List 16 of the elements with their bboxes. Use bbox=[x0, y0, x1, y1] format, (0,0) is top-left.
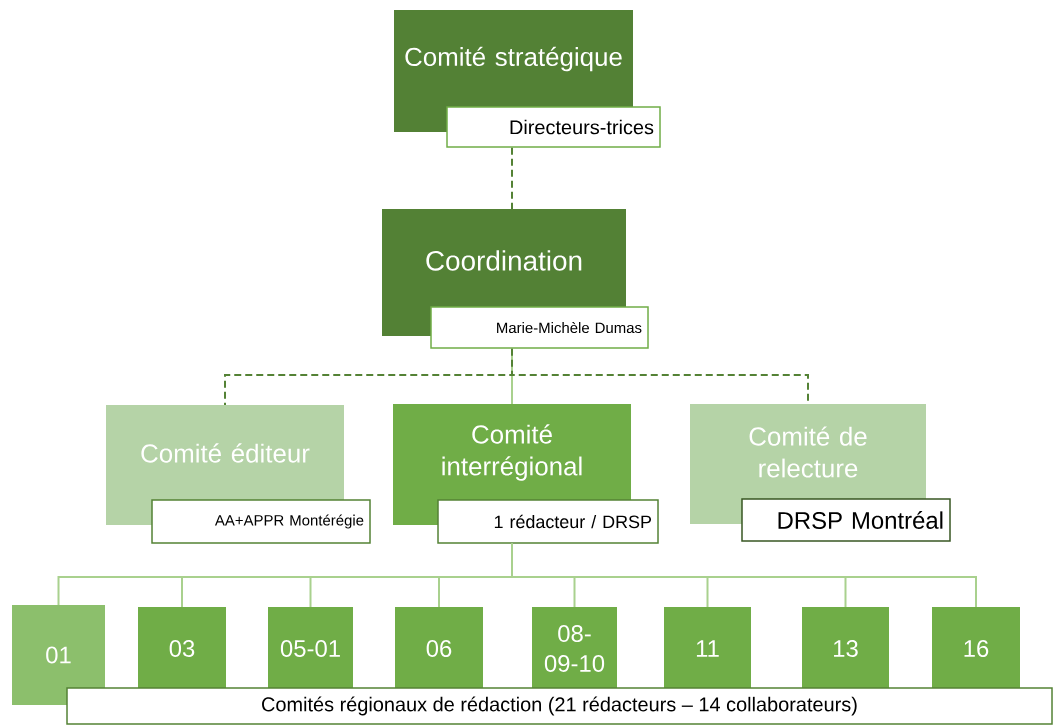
banner-box: Comités régionaux de rédaction (21 rédacteurs – 14 collaborateurs) bbox=[66, 687, 1053, 725]
region-box: 05-01 bbox=[268, 607, 353, 690]
connector-line bbox=[511, 146, 513, 210]
name-tag: AA+APPR Montérégie bbox=[151, 499, 371, 544]
name-tag: DRSP Montréal bbox=[741, 498, 951, 542]
connector-line bbox=[511, 542, 977, 608]
region-box: 13 bbox=[802, 607, 889, 690]
name-tag: Marie-Michèle Dumas bbox=[430, 306, 649, 349]
region-box: 01 bbox=[12, 605, 105, 705]
region-box: 06 bbox=[395, 607, 483, 690]
name-tag: Directeurs-trices bbox=[446, 106, 661, 148]
name-tag: 1 rédacteur / DRSP bbox=[437, 499, 659, 544]
region-box: 08-09-10 bbox=[532, 607, 617, 690]
region-box: 16 bbox=[932, 607, 1020, 690]
region-box: 03 bbox=[138, 607, 226, 690]
region-box: 11 bbox=[664, 607, 751, 690]
